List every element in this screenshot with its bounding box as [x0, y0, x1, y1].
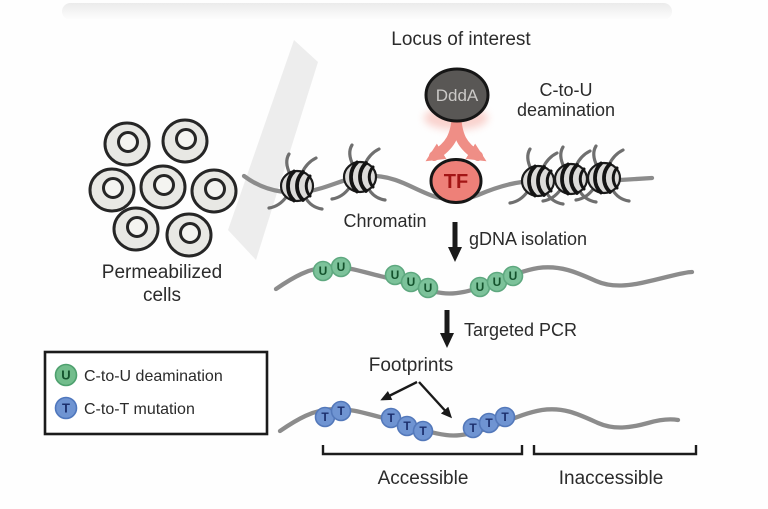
u-legend-label: C-to-U deamination: [84, 368, 223, 385]
t-bead-letter: T: [419, 424, 427, 438]
u-bead-letter: U: [493, 275, 502, 289]
ddda-label: DddA: [436, 86, 479, 105]
locus-title: Locus of interest: [391, 29, 531, 50]
u-bead-letter: U: [407, 275, 416, 289]
nucleosomes-closed: [508, 144, 631, 206]
t-bead: T: [380, 407, 402, 429]
t-beads: T T T T T T T T: [314, 400, 516, 442]
footprint-pointers: [380, 380, 453, 419]
u-bead: U: [400, 271, 422, 293]
legend-item-u: U C-to-U deamination: [54, 363, 223, 387]
deamination-label-line2: deamination: [517, 100, 615, 120]
accessible-bracket: [321, 445, 524, 456]
u-bead-letter: U: [509, 269, 518, 283]
t-bead-letter: T: [469, 421, 477, 435]
targeted-pcr-label: Targeted PCR: [464, 320, 577, 340]
u-bead: U: [417, 277, 439, 299]
cell: [88, 167, 136, 213]
zoom-wedge: [228, 40, 318, 260]
legend: U C-to-U deamination T C-to-T mutation: [43, 350, 269, 436]
inaccessible-label: Inaccessible: [559, 468, 664, 489]
cell: [139, 164, 187, 210]
deamination-label-line1: C-to-U: [540, 80, 593, 100]
t-bead-letter: T: [485, 416, 493, 430]
gdna-isolation-label: gDNA isolation: [469, 229, 587, 249]
legend-box: [43, 350, 269, 436]
t-bead-letter: T: [387, 411, 395, 425]
t-bead: T: [330, 400, 352, 422]
t-bead-letter: T: [337, 404, 345, 418]
cell: [161, 118, 209, 164]
u-legend-symbol: U: [61, 368, 70, 383]
cell: [103, 121, 151, 167]
u-bead-letter: U: [424, 281, 433, 295]
legend-item-t: T C-to-T mutation: [54, 396, 195, 420]
nucleosome: [330, 143, 387, 202]
u-bead-letter: U: [476, 280, 485, 294]
permeabilized-cells-label-line2: cells: [143, 285, 181, 306]
ddda-enzyme: [424, 67, 490, 123]
u-bead-letter: U: [319, 264, 328, 278]
u-bead: U: [312, 260, 334, 282]
t-bead-letter: T: [321, 410, 329, 424]
t-legend-label: C-to-T mutation: [84, 401, 195, 418]
accessible-label: Accessible: [378, 468, 469, 489]
u-beads: U U U U U U U U: [312, 256, 524, 299]
u-bead: U: [469, 276, 491, 298]
t-bead: T: [494, 406, 516, 428]
t-bead-letter: T: [403, 419, 411, 433]
transcription-factor: [429, 158, 483, 204]
inaccessible-bracket: [532, 445, 698, 456]
t-bead-letter: T: [501, 410, 509, 424]
t-legend-symbol: T: [62, 401, 70, 416]
u-bead-letter: U: [391, 268, 400, 282]
u-bead-letter: U: [337, 260, 346, 274]
cell: [165, 212, 213, 258]
tf-label: TF: [444, 171, 468, 193]
t-legend-bead: [54, 396, 78, 420]
cell-cluster: [88, 118, 238, 258]
permeabilized-cells-label-line1: Permeabilized: [102, 262, 222, 283]
chromatin-label: Chromatin: [343, 211, 426, 231]
t-bead: T: [412, 420, 434, 442]
footprints-label: Footprints: [369, 355, 453, 376]
u-bead: U: [486, 271, 508, 293]
cell: [190, 168, 238, 214]
cell: [112, 206, 160, 252]
scan-smudge: [62, 3, 672, 20]
u-legend-bead: [54, 363, 78, 387]
u-bead: U: [502, 265, 524, 287]
u-bead: U: [330, 256, 352, 278]
